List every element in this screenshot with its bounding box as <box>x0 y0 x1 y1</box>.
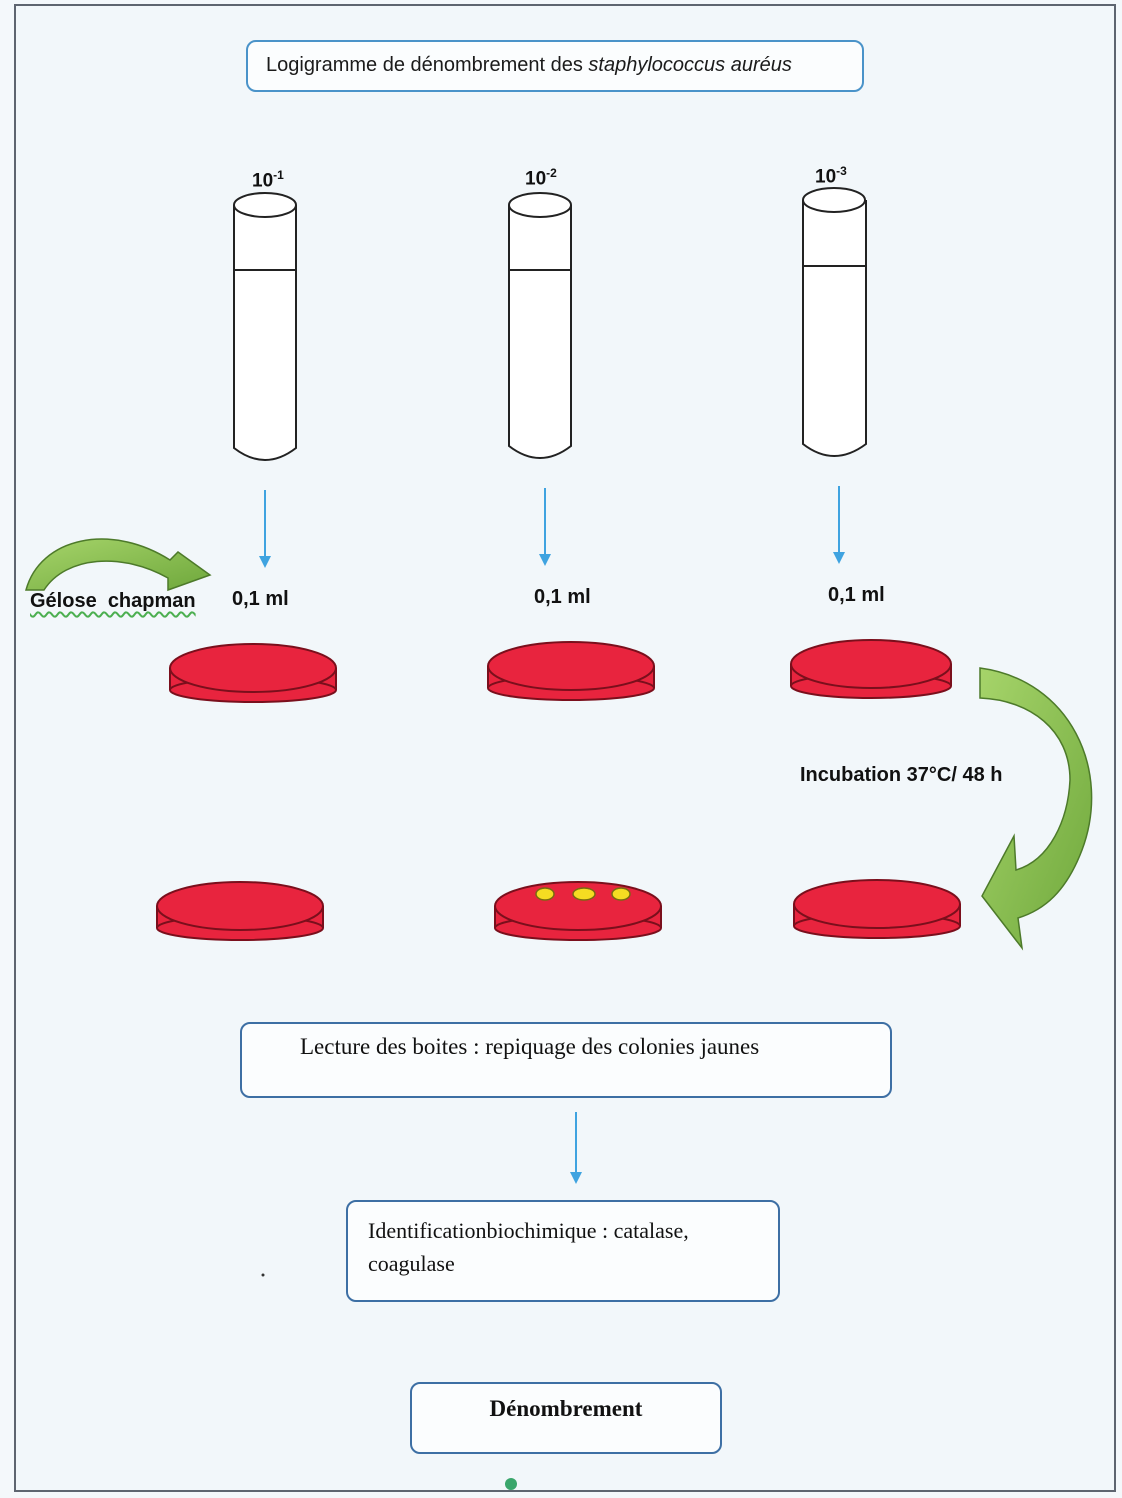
petri-dish-6 <box>793 879 961 939</box>
identification-text: Identificationbiochimique : catalase, co… <box>368 1218 689 1276</box>
test-tube-2 <box>508 192 572 459</box>
colony-2 <box>572 887 596 901</box>
diagram-title: Logigramme de dénombrement des staphyloc… <box>266 54 792 76</box>
test-tube-1 <box>233 192 297 461</box>
volume-label-2: 0,1 ml <box>534 586 591 608</box>
petri-dish-2 <box>487 641 655 701</box>
tube-1-dilution-label: 10-1 <box>252 168 284 192</box>
colony-1 <box>535 887 555 901</box>
petri-dish-1 <box>169 643 337 703</box>
arrow-tube2-down <box>539 488 551 566</box>
denombrement-text: Dénombrement <box>489 1396 643 1421</box>
tube-2-dilution-label: 10-2 <box>525 166 557 190</box>
volume-label-3: 0,1 ml <box>828 584 885 606</box>
colony-3 <box>611 887 631 901</box>
test-tube-3 <box>802 187 867 457</box>
identification-box: Identificationbiochimique : catalase, co… <box>346 1200 780 1302</box>
denombrement-box: Dénombrement <box>410 1382 722 1454</box>
title-organism: staphylococcus auréus <box>588 54 792 76</box>
curved-arrow-gelose <box>25 538 212 592</box>
lecture-box: Lecture des boites : repiquage des colon… <box>240 1022 892 1098</box>
arrow-tube3-down <box>833 486 845 564</box>
petri-dish-3 <box>790 639 952 699</box>
stray-dot <box>261 1273 265 1277</box>
petri-dish-5-with-colonies <box>494 881 662 941</box>
curved-arrow-incubation <box>979 667 1093 951</box>
incubation-label: Incubation 37°C/ 48 h <box>800 764 1003 786</box>
title-box: Logigramme de dénombrement des staphyloc… <box>246 40 864 92</box>
lecture-text: Lecture des boites : repiquage des colon… <box>300 1034 760 1059</box>
volume-label-1: 0,1 ml <box>232 588 289 610</box>
arrow-lecture-to-identification <box>570 1112 582 1184</box>
petri-dish-4 <box>156 881 324 941</box>
tube-3-dilution-label: 10-3 <box>815 164 847 188</box>
bottom-connector-dot <box>505 1478 517 1490</box>
medium-label: Gélose chapman <box>30 590 196 612</box>
arrow-tube1-down <box>259 490 271 568</box>
